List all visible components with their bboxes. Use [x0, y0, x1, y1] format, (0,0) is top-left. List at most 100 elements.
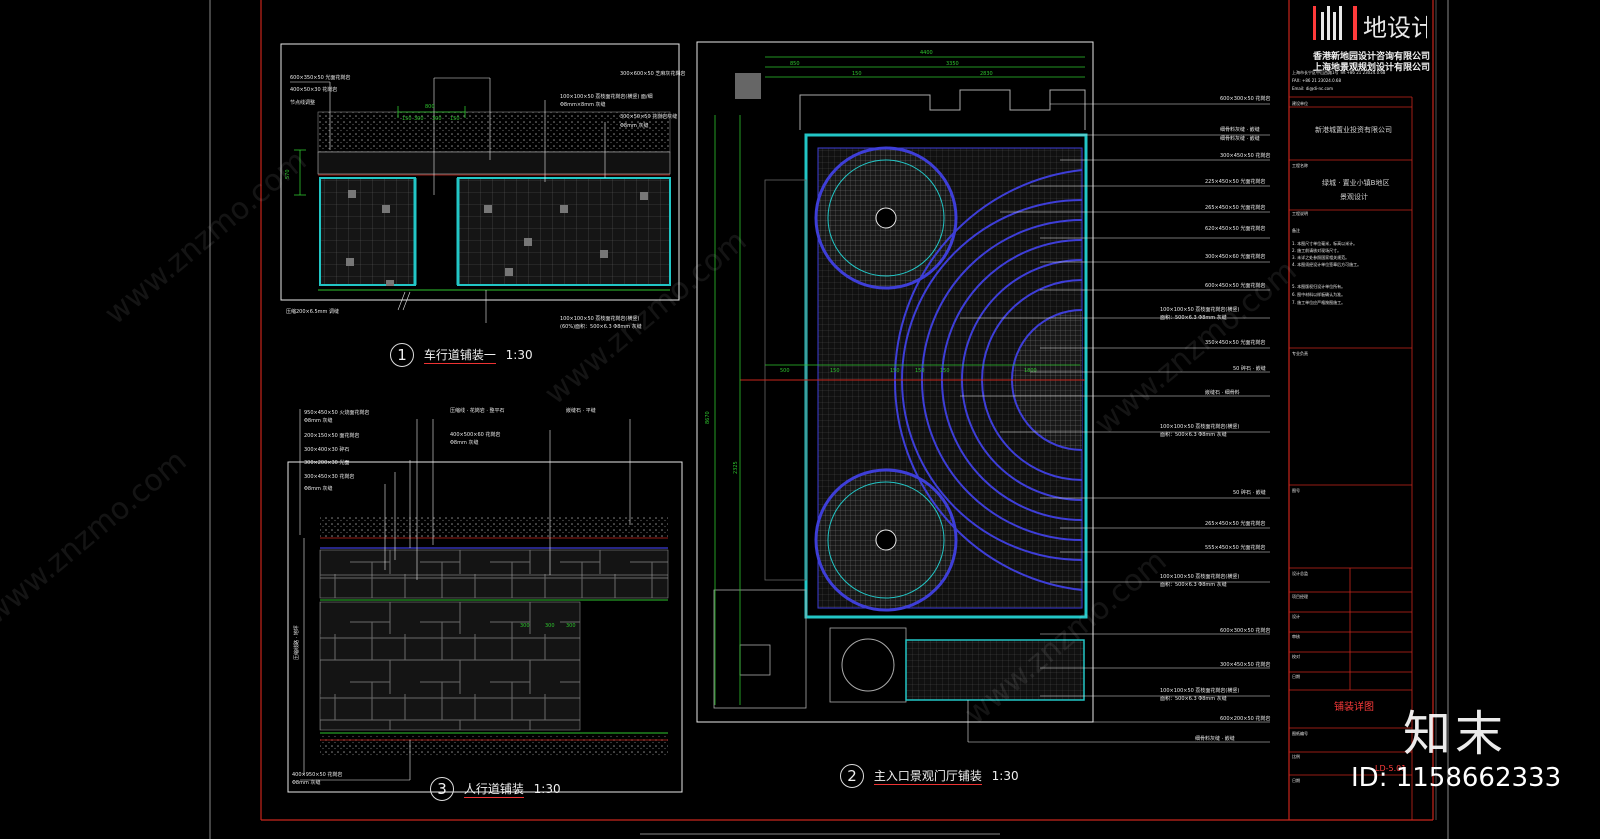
svg-text:校对: 校对: [1292, 653, 1300, 659]
svg-text:4400: 4400: [920, 50, 933, 56]
client-name: 新港城置业投资有限公司: [1315, 126, 1392, 134]
svg-text:150: 150: [890, 368, 900, 374]
svg-text:100×100×50 荔枝面花岗岩(横竖) 面/细: 100×100×50 荔枝面花岗岩(横竖) 面/细: [560, 93, 653, 100]
detail-3-number: 3: [430, 777, 454, 801]
sheet-title: 铺装详图: [1334, 702, 1374, 713]
svg-text:嵌缝石 · 平缝: 嵌缝石 · 平缝: [566, 407, 596, 414]
svg-text:100×100×50 荔枝面花岗岩(横竖): 100×100×50 荔枝面花岗岩(横竖): [1160, 306, 1239, 313]
svg-text:1800: 1800: [1024, 368, 1037, 374]
svg-text:300: 300: [414, 116, 424, 122]
svg-text:265×450×50 光面花岗岩: 265×450×50 光面花岗岩: [1205, 520, 1265, 527]
paving-circle-top: [814, 146, 958, 290]
watermark-id: ID: 1158662333: [1351, 763, 1562, 793]
drawing-number: LD-5.01: [1375, 764, 1407, 773]
svg-text:620×450×50 光面花岗岩: 620×450×50 光面花岗岩: [1205, 225, 1265, 232]
svg-text:Φ8mm 灰缝: Φ8mm 灰缝: [304, 485, 332, 492]
svg-text:600×350×50 光面花岗岩: 600×350×50 光面花岗岩: [290, 74, 350, 81]
svg-text:专业负责: 专业负责: [1292, 350, 1308, 356]
svg-text:细骨料灰缝 · 嵌缝: 细骨料灰缝 · 嵌缝: [1220, 135, 1260, 142]
detail-3-title: 3 人行道铺装 1:30: [430, 777, 561, 801]
svg-text:Email: di@di-nc.com: Email: di@di-nc.com: [1292, 86, 1333, 91]
svg-text:1. 本图尺寸单位毫米，标高以米计。: 1. 本图尺寸单位毫米，标高以米计。: [1292, 240, 1357, 246]
svg-text:300×450×30 花岗岩: 300×450×30 花岗岩: [304, 473, 354, 480]
svg-text:600×300×50 花岗岩: 600×300×50 花岗岩: [1220, 627, 1270, 634]
firm-names: 香港新地园设计咨询有限公司 上海地景观规划设计有限公司: [1313, 52, 1430, 74]
detail-1-title: 1 车行道铺装一 1:30: [390, 343, 533, 367]
svg-text:Φ8mm 灰缝: Φ8mm 灰缝: [620, 122, 648, 129]
firm-logo: 地设计: [1313, 4, 1435, 44]
detail-1-paving-section: 600×350×50 光面花岗岩 400×50×30 花岗岩 节点线调整 300…: [280, 43, 685, 330]
svg-text:Φ8mm 灰缝: Φ8mm 灰缝: [304, 417, 332, 424]
svg-text:面积：500×6.3 Φ8mm 灰缝: 面积：500×6.3 Φ8mm 灰缝: [1160, 431, 1227, 438]
project-name-1: 绿城 · 置业小镇B地区: [1322, 179, 1390, 187]
detail-2-scale: 1:30: [991, 768, 1019, 783]
svg-text:300×600×50 芝麻灰花岗岩: 300×600×50 芝麻灰花岗岩: [620, 70, 685, 77]
svg-text:950×450×50 火烧面花岗岩: 950×450×50 火烧面花岗岩: [304, 409, 369, 416]
svg-text:600×200×50 花岗岩: 600×200×50 花岗岩: [1220, 715, 1270, 722]
svg-text:150: 150: [915, 368, 925, 374]
svg-text:555×450×50 光面花岗岩: 555×450×50 光面花岗岩: [1205, 544, 1265, 551]
svg-text:日期: 日期: [1292, 777, 1300, 783]
svg-text:上海市长宁区中山西路1号 Tel:+86 21 23024.: 上海市长宁区中山西路1号 Tel:+86 21 23024.0.68: [1292, 69, 1386, 75]
svg-text:350×450×50 光面花岗岩: 350×450×50 光面花岗岩: [1205, 339, 1265, 346]
svg-text:建设单位: 建设单位: [1292, 100, 1308, 106]
svg-text:Φ8mm 灰缝: Φ8mm 灰缝: [292, 779, 320, 786]
svg-text:300×450×60 光面花岗岩: 300×450×60 光面花岗岩: [1205, 253, 1265, 260]
svg-text:150: 150: [402, 116, 412, 122]
svg-text:300: 300: [545, 623, 555, 629]
svg-text:项目经理: 项目经理: [1292, 593, 1308, 599]
svg-text:图号: 图号: [1292, 487, 1300, 493]
d1-dim-total: 800: [425, 104, 435, 110]
svg-text:150: 150: [830, 368, 840, 374]
watermark-brand: 知末: [1403, 706, 1508, 762]
svg-text:图纸编号: 图纸编号: [1292, 730, 1308, 736]
svg-text:150: 150: [940, 368, 950, 374]
svg-text:2325: 2325: [733, 461, 739, 474]
svg-text:3. 未详之处参照国家相关规范。: 3. 未详之处参照国家相关规范。: [1292, 254, 1349, 260]
detail-1-scale: 1:30: [505, 347, 533, 362]
svg-text:300: 300: [566, 623, 576, 629]
svg-text:300: 300: [520, 623, 530, 629]
detail-2-title: 2 主入口景观门厅铺装 1:30: [840, 764, 1019, 788]
svg-text:比例: 比例: [1292, 753, 1300, 759]
svg-text:100×100×50 荔枝面花岗岩(横竖): 100×100×50 荔枝面花岗岩(横竖): [1160, 573, 1239, 580]
svg-text:地设计: 地设计: [1363, 14, 1427, 42]
svg-text:8670: 8670: [705, 411, 711, 424]
sheet-border: [209, 0, 1449, 839]
firm-name-1: 香港新地园设计咨询有限公司: [1313, 52, 1431, 62]
svg-text:100×100×50 荔枝面花岗岩(横竖): 100×100×50 荔枝面花岗岩(横竖): [560, 315, 639, 322]
svg-text:600×300×50 花岗岩: 600×300×50 花岗岩: [1220, 95, 1270, 102]
svg-text:200×150×50 面花岗岩: 200×150×50 面花岗岩: [304, 432, 359, 439]
svg-text:日期: 日期: [1292, 673, 1300, 679]
svg-text:FAX: +86 21 23024.0.68: FAX: +86 21 23024.0.68: [1292, 78, 1341, 83]
svg-text:50 碎石 · 嵌缝: 50 碎石 · 嵌缝: [1233, 489, 1266, 496]
svg-text:2. 施工前请核对现场尺寸。: 2. 施工前请核对现场尺寸。: [1292, 247, 1341, 253]
svg-text:细骨料灰缝 · 嵌缝: 细骨料灰缝 · 嵌缝: [1220, 126, 1260, 133]
svg-text:400×500×60 花岗岩: 400×500×60 花岗岩: [450, 431, 500, 438]
svg-text:Φ8mm 灰缝: Φ8mm 灰缝: [450, 439, 478, 446]
detail-3-paving-section: 950×450×50 火烧面花岗岩 Φ8mm 灰缝 200×150×50 面花岗…: [287, 407, 683, 793]
svg-text:150: 150: [852, 71, 862, 77]
detail-3-name: 人行道铺装: [463, 781, 524, 798]
detail-2-number: 2: [840, 764, 864, 788]
svg-text:265×450×50 光面花岗岩: 265×450×50 光面花岗岩: [1205, 204, 1265, 211]
svg-text:4. 本图须经设计单位签章后方可施工。: 4. 本图须经设计单位签章后方可施工。: [1292, 261, 1361, 267]
detail-2-plaza-plan: 4400 850 150 3350 2830 8670 2325 500 150…: [696, 41, 1270, 743]
svg-text:300×200×30 光面: 300×200×30 光面: [304, 459, 349, 466]
svg-text:2830: 2830: [980, 71, 993, 77]
svg-text:面积：500×6.3 Φ8mm 灰缝: 面积：500×6.3 Φ8mm 灰缝: [1160, 695, 1227, 702]
svg-text:300×450×50 花岗岩: 300×450×50 花岗岩: [1220, 152, 1270, 159]
svg-text:Φ8mm×8mm 灰缝: Φ8mm×8mm 灰缝: [560, 101, 606, 108]
svg-text:面积：500×6.3 Φ8mm 灰缝: 面积：500×6.3 Φ8mm 灰缝: [1160, 314, 1227, 321]
svg-text:50 碎石 · 嵌缝: 50 碎石 · 嵌缝: [1233, 365, 1266, 372]
svg-text:压缩线 · 花岗岩 · 整平石: 压缩线 · 花岗岩 · 整平石: [450, 407, 505, 414]
svg-text:225×450×50 光面花岗岩: 225×450×50 光面花岗岩: [1205, 178, 1265, 185]
svg-text:600×450×50 光面花岗岩: 600×450×50 光面花岗岩: [1205, 282, 1265, 289]
svg-text:细骨料灰缝 · 嵌缝: 细骨料灰缝 · 嵌缝: [1195, 735, 1235, 742]
svg-text:面积：500×6.3 Φ8mm 灰缝: 面积：500×6.3 Φ8mm 灰缝: [1160, 581, 1227, 588]
svg-text:(60%)面积：500×6.3 Φ8mm 灰缝: (60%)面积：500×6.3 Φ8mm 灰缝: [560, 323, 642, 330]
svg-text:6. 图中材料以样板确认为准。: 6. 图中材料以样板确认为准。: [1292, 291, 1345, 297]
firm-name-2: 上海地景观规划设计有限公司: [1313, 63, 1431, 73]
svg-text:工程名称: 工程名称: [1292, 162, 1308, 168]
